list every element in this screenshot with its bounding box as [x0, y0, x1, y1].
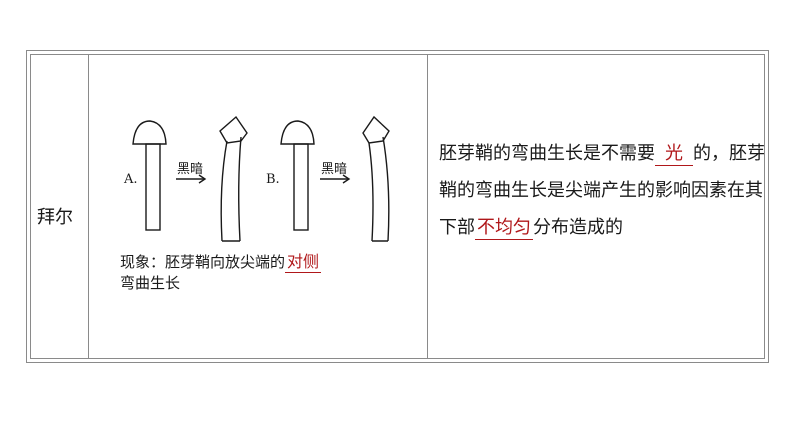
conclusion-part1: 胚芽鞘的弯曲生长是不需要: [439, 143, 655, 164]
coleoptile-a-bent-body: [220, 136, 242, 242]
label-a: A.: [123, 172, 138, 187]
conclusion-part2: 的，胚芽鞘的弯曲生长是尖端产生的影响因素在其下部: [439, 143, 765, 238]
scientist-name: 拜尔: [37, 207, 73, 228]
arrow-b-head: [342, 174, 351, 184]
coleoptile-a-body: [145, 143, 161, 231]
experiment-diagram: A. 黑暗 B. 黑暗: [123, 115, 390, 242]
arrow-label-a: 黑暗: [177, 162, 203, 177]
coleoptile-b-body: [293, 143, 309, 231]
coleoptile-a-bent-tip: [219, 115, 248, 144]
table-inner-border: 拜尔 A.: [30, 54, 765, 359]
coleoptile-b-bent-tip: [362, 115, 390, 144]
conclusion-part3: 分布造成的: [533, 217, 623, 238]
observation-suffix: 弯曲生长: [120, 274, 181, 292]
experiment-table: 拜尔 A.: [26, 50, 769, 363]
conclusion-text: 胚芽鞘的弯曲生长是不需要光的，胚芽鞘的弯曲生长是尖端产生的影响因素在其下部不均匀…: [439, 135, 769, 246]
conclusion-answer-light: 光: [655, 143, 693, 166]
column-divider-1: [88, 55, 89, 358]
column-divider-2: [427, 55, 428, 358]
label-b: B.: [266, 172, 280, 187]
observation-prefix: 现象：胚芽鞘向放尖端的: [120, 253, 286, 271]
coleoptile-a-tip: [132, 120, 167, 145]
coleoptile-b-tip: [280, 120, 315, 145]
observation-text: 现象：胚芽鞘向放尖端的对侧 弯曲生长: [120, 251, 322, 294]
arrow-a-head: [198, 174, 207, 184]
observation-answer: 对侧: [285, 252, 322, 273]
arrow-label-b: 黑暗: [321, 162, 347, 177]
conclusion-answer-uneven: 不均匀: [475, 217, 533, 240]
coleoptile-b-bent-body: [368, 136, 390, 242]
